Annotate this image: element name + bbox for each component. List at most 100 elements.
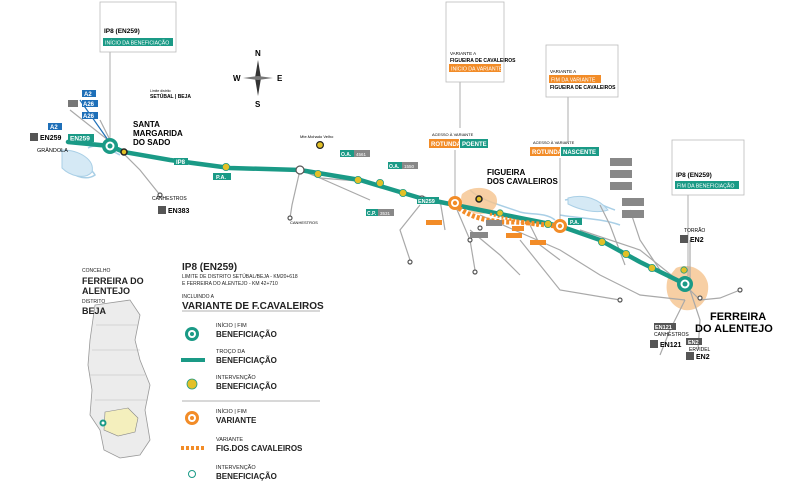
svg-text:Mte.Mohado Velho: Mte.Mohado Velho [300, 134, 334, 139]
end-callout-label: FIM DA BENEFICIAÇÃO [677, 183, 734, 190]
svg-text:W: W [233, 74, 241, 83]
concelho-name-2: ALENTEJO [82, 286, 131, 296]
svg-text:Limite distrito: Limite distrito [150, 89, 171, 93]
svg-text:S: S [255, 100, 261, 109]
figueira-marker [475, 195, 483, 203]
svg-text:VARIANTE A: VARIANTE A [550, 69, 576, 74]
svg-text:1550: 1550 [404, 164, 415, 169]
highway-badges: A2 A26 A26 A2 [48, 90, 98, 131]
variant-end-label: FIM DA VARIANTE [551, 78, 596, 84]
svg-text:O.A.: O.A. [389, 164, 400, 170]
place-canhestros: CANHESTROS [152, 196, 187, 202]
place-grandola: GRÂNDOLA [37, 147, 68, 154]
intervention-point [353, 175, 362, 184]
intervention-point [544, 219, 553, 228]
svg-text:FIGUEIRA DE CAVALEIROS: FIGUEIRA DE CAVALEIROS [550, 85, 616, 91]
place-ferreira-2: DO ALENTEJO [695, 323, 773, 335]
intervention-point [221, 162, 230, 171]
junctions [157, 165, 743, 303]
legend-item-intervention: INTERVENÇÃO BENEFICIAÇÃO [216, 375, 277, 391]
concelho-small: CONCELHO [82, 268, 111, 274]
end-marker [677, 276, 693, 292]
place-ferreira-1: FERREIRA [710, 311, 766, 323]
rotunda-poente-a: ROTUNDA [431, 142, 462, 148]
rotunda-nascente-b: NASCENTE [563, 150, 596, 156]
intervention-point [622, 249, 631, 258]
svg-text:A2: A2 [50, 125, 58, 131]
santa-margarida-marker [120, 148, 128, 156]
variant-start-label: INÍCIO DA VARIANTE [451, 66, 503, 73]
svg-text:EN259: EN259 [40, 135, 62, 142]
svg-text:CANHESTROS: CANHESTROS [654, 332, 689, 338]
svg-text:ACESSO À VARIANTE: ACESSO À VARIANTE [432, 132, 474, 137]
intervention-point [598, 237, 607, 246]
svg-text:A26: A26 [83, 102, 95, 108]
svg-text:EN2: EN2 [696, 354, 710, 361]
rotunda-nascente-a: ROTUNDA [532, 150, 563, 156]
intervention-points [221, 141, 688, 274]
variant-route-b [489, 212, 541, 228]
svg-text:C.P.: C.P. [367, 211, 377, 217]
svg-text:A26: A26 [83, 114, 95, 120]
intervention-point [398, 188, 407, 197]
intervention-point [313, 169, 322, 178]
start-marker [102, 138, 118, 154]
svg-text:EN259: EN259 [418, 199, 435, 205]
place-figueira-1: FIGUEIRA [487, 168, 525, 177]
legend-item-intervention-small: INTERVENÇÃO BENEFICIAÇÃO [216, 465, 277, 481]
variant-end-callout-box [545, 44, 619, 98]
beja-district [103, 407, 139, 437]
svg-text:EN121: EN121 [655, 325, 672, 331]
start-callout-label: INÍCIO DA BENEFICIAÇÃO [105, 40, 169, 47]
svg-text:3531: 3531 [380, 211, 391, 216]
svg-text:E: E [277, 74, 283, 83]
svg-text:ACESSO À VARIANTE: ACESSO À VARIANTE [533, 140, 575, 145]
intervention-point [316, 141, 325, 150]
variant-start-marker [448, 196, 462, 210]
svg-text:EN259: EN259 [70, 136, 90, 143]
svg-text:FIGUEIRA DE CAVALEIROS: FIGUEIRA DE CAVALEIROS [450, 58, 516, 64]
variant-end-marker [553, 219, 567, 233]
concelho-name-1: FERREIRA DO [82, 276, 144, 286]
legend-sub: LIMITE DE DISTRITO SETÚBAL/BEJA - KM20+6… [182, 274, 298, 287]
svg-text:EN2: EN2 [688, 340, 699, 346]
svg-text:O.A.: O.A. [341, 152, 352, 158]
intervention-point [496, 209, 504, 217]
place-torrao: TORRÃO [684, 227, 705, 234]
svg-text:EN2: EN2 [690, 237, 704, 244]
svg-text:IP8: IP8 [176, 160, 186, 166]
svg-text:CANHESTROS: CANHESTROS [290, 220, 318, 225]
legend-item-section: TROÇO DA BENEFICIAÇÃO [216, 349, 277, 365]
intervention-point [375, 178, 384, 187]
legend-symbols [181, 310, 320, 478]
svg-text:IP8 (EN259): IP8 (EN259) [676, 172, 712, 179]
svg-text:P.A.: P.A. [216, 175, 226, 181]
place-figueira-2: DOS CAVALEIROS [487, 177, 558, 186]
place-santa-margarida-2: MARGARIDA [133, 129, 183, 138]
svg-text:EN121: EN121 [660, 342, 682, 349]
secondary-roads [69, 109, 741, 356]
compass: N E S W [233, 49, 283, 109]
distrito-name: BEJA [82, 306, 107, 316]
svg-text:VARIANTE A: VARIANTE A [450, 51, 476, 56]
variant-small-tags [426, 220, 546, 245]
lake [61, 149, 93, 177]
pa-oa-tags: P.A. O.A. 4561 O.A. 1550 C.P. 3531 P.A. [213, 150, 582, 226]
grey-labels [470, 158, 644, 238]
legend-item-variant-route: VARIANTE FIG.DOS CAVALEIROS [216, 437, 303, 453]
reservoir [567, 195, 609, 213]
legend-item-start-end: INÍCIO | FIM BENEFICIAÇÃO [216, 323, 277, 339]
legend-title: IP8 (EN259) [182, 262, 238, 273]
svg-text:4561: 4561 [356, 152, 367, 157]
portugal-map [87, 299, 151, 459]
svg-text:P.A.: P.A. [570, 220, 580, 226]
svg-text:N: N [255, 49, 261, 58]
svg-text:EN383: EN383 [168, 208, 190, 215]
legend-item-variant-start-end: INÍCIO | FIM VARIANTE [216, 409, 257, 425]
svg-text:A2: A2 [84, 92, 92, 98]
road-badges: EN259 EN259 EN383 IP8 EN259 EN2 EN121 EN… [30, 133, 710, 361]
intervention-point [680, 266, 688, 274]
legend-variant-title: VARIANTE DE F.CAVALEIROS [182, 301, 324, 312]
intervention-point [648, 263, 657, 272]
